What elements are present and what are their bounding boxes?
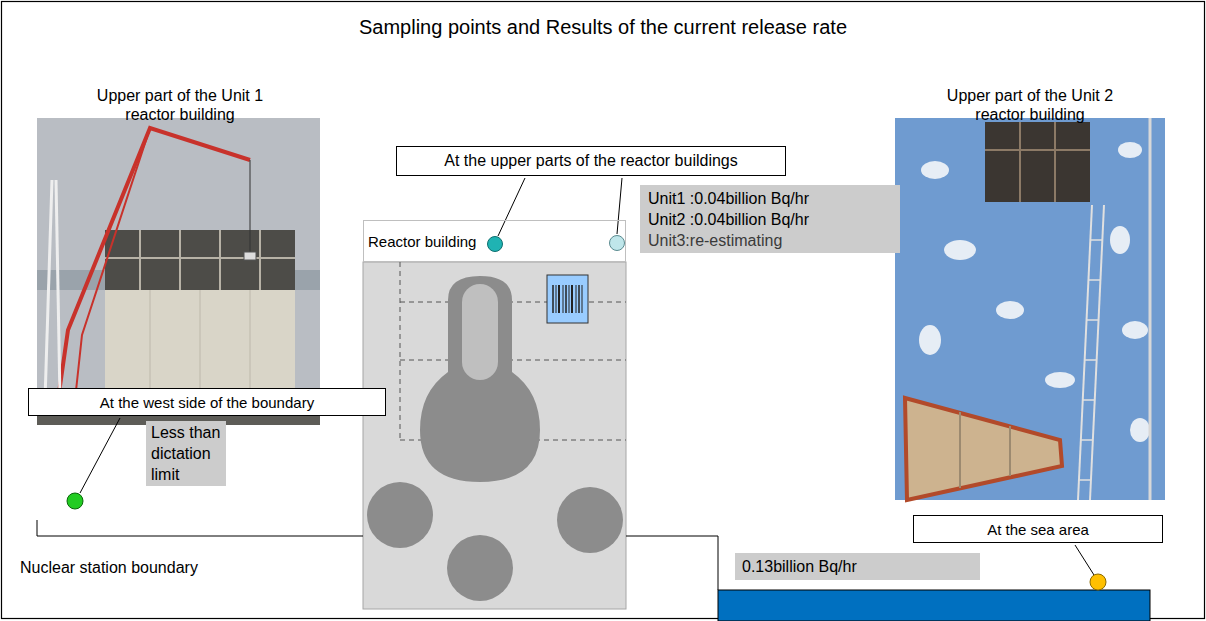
barcode-bar: [558, 285, 560, 313]
callout-box: At the upper parts of the reactor buildi…: [396, 146, 786, 176]
reactor-vessel: [462, 284, 498, 380]
barcode-bar: [565, 285, 567, 313]
building-body: [363, 262, 626, 609]
barcode-bar: [556, 285, 557, 313]
fallen-panel: [905, 398, 1062, 500]
wall-seam: [150, 290, 151, 400]
result-box: 0.13billion Bq/hr: [735, 553, 980, 580]
wall-patch: [1045, 372, 1075, 388]
crane-boom: [58, 128, 250, 400]
photo-sky: [37, 118, 320, 425]
floor-dash: [400, 302, 626, 303]
frame-beam: [259, 230, 261, 290]
wall-patch: [1122, 321, 1148, 339]
callout-box: At the sea area: [913, 515, 1163, 543]
barcode-bar: [582, 285, 583, 313]
opening-frame: [1019, 122, 1021, 202]
barcode-bar: [552, 285, 554, 313]
sampling-point: [67, 493, 83, 509]
fuel-pool: [547, 275, 588, 323]
floor-dash: [400, 262, 401, 440]
frame-beam: [139, 230, 141, 290]
ladder-rung: [1083, 399, 1095, 401]
ladder-rung: [1089, 279, 1101, 281]
wall-patch: [944, 240, 976, 260]
boundary-line: [37, 536, 363, 537]
sampling-point: [488, 237, 503, 252]
leader-line: [498, 178, 525, 236]
wall-patch: [1110, 226, 1130, 254]
node-text: At the west side of the boundary: [35, 393, 379, 412]
node-text: Less than dictation limit: [151, 422, 221, 485]
node-text: Unit1 :0.04billion Bq/hr: [648, 188, 892, 209]
ladder-rung: [1079, 479, 1091, 481]
ladder-rung: [1081, 439, 1093, 441]
result-box: Less than dictation limit: [146, 421, 226, 486]
node-text: At the sea area: [920, 520, 1156, 539]
leader-line: [80, 418, 120, 493]
node-text: At the upper parts of the reactor buildi…: [403, 151, 779, 171]
ladder-rail: [1090, 205, 1104, 500]
containment-vessel: [420, 276, 540, 482]
frame-beam: [179, 230, 181, 290]
frame-beam: [105, 257, 295, 259]
wall-patch: [919, 325, 941, 355]
barcode-bar: [578, 285, 580, 313]
barcode-bar: [576, 285, 577, 313]
node-text: Reactor building: [368, 232, 621, 251]
ground-line: [626, 536, 718, 590]
sea-water: [718, 590, 1150, 621]
wall-patch: [921, 161, 949, 179]
wall-seam: [200, 290, 201, 400]
suppression-torus: [447, 535, 513, 601]
wall-patch: [1118, 142, 1142, 158]
node-text: Unit3:re-estimating: [648, 230, 892, 251]
band-ground: [363, 220, 626, 262]
wall-seam: [250, 290, 251, 400]
ladder-rung: [1091, 239, 1103, 241]
crane-tower: [56, 180, 60, 400]
frame-beam: [219, 230, 221, 290]
building-frame: [105, 230, 295, 290]
building-band: Reactor building: [363, 220, 626, 262]
photo-caption: Upper part of the Unit 2 reactor buildin…: [920, 86, 1140, 124]
sampling-point: [1090, 574, 1106, 590]
floor-dash: [400, 360, 626, 361]
wall-opening: [985, 122, 1090, 202]
barcode-bar: [571, 285, 573, 313]
crane-tower: [45, 180, 52, 400]
barcode-symbol: [553, 285, 582, 313]
panel-strut: [1009, 426, 1011, 476]
sampling-point: [610, 236, 625, 251]
suppression-torus: [557, 487, 623, 553]
opening-frame: [985, 149, 1090, 151]
diagram-title: Sampling points and Results of the curre…: [0, 15, 1206, 39]
ladder-rung: [1085, 359, 1097, 361]
callout-box: At the west side of the boundary: [28, 388, 386, 416]
photo-caption: Upper part of the Unit 1 reactor buildin…: [70, 86, 290, 124]
wall-patch: [1130, 418, 1150, 442]
node-text: Unit2 :0.04billion Bq/hr: [648, 209, 892, 230]
ladder-rail: [1078, 205, 1092, 500]
leader-line: [617, 178, 622, 234]
crane-boom: [75, 128, 150, 400]
crane-cable: [250, 160, 251, 252]
result-box: Unit1 :0.04billion Bq/hrUnit2 :0.04billi…: [640, 185, 900, 253]
scaffold: [1149, 118, 1152, 500]
opening-frame: [1054, 122, 1056, 202]
crane-hook: [244, 252, 256, 260]
ladder-rung: [1087, 319, 1099, 321]
barcode-bar: [563, 285, 564, 313]
wall-patch: [996, 301, 1024, 319]
barcode-bar: [569, 285, 570, 313]
panel-strut: [959, 412, 961, 488]
boundary-label: Nuclear station boundary: [20, 558, 300, 578]
leader-line: [1075, 545, 1094, 575]
node-text: 0.13billion Bq/hr: [742, 557, 973, 577]
boundary-tick: [37, 520, 38, 536]
suppression-torus: [367, 482, 433, 548]
photo-wall: [895, 118, 1165, 500]
